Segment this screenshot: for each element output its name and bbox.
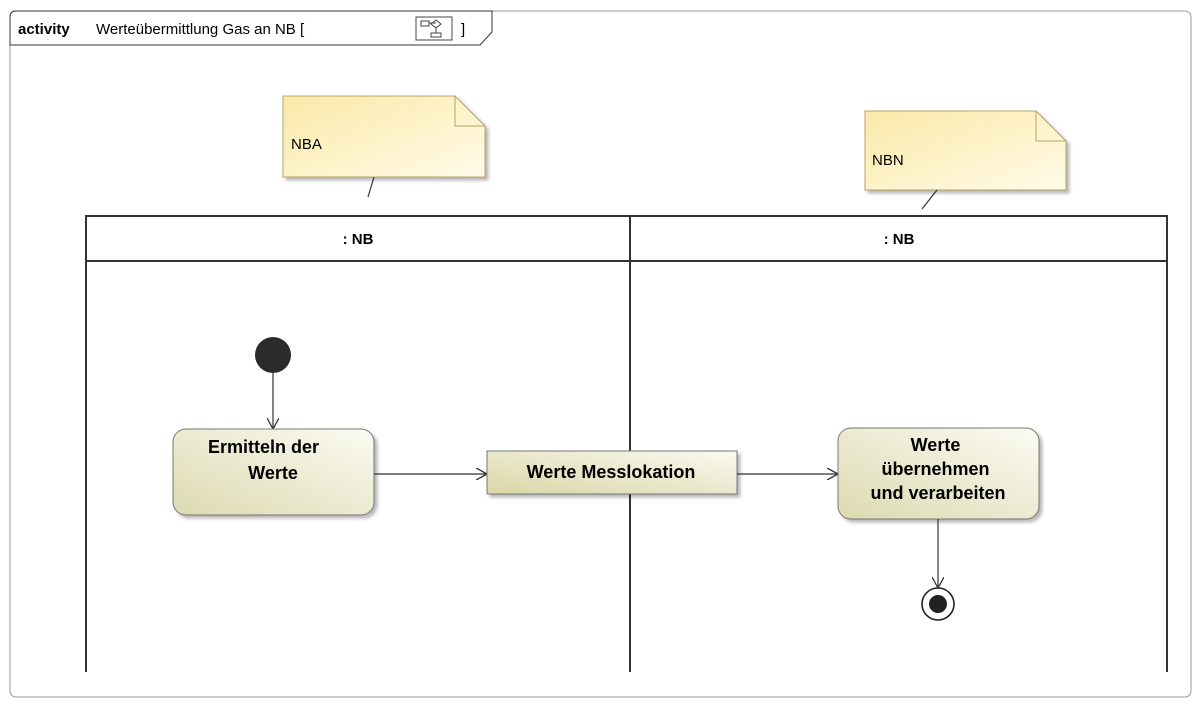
swimlane-partition xyxy=(85,215,1168,672)
frame-title-bracket: ] xyxy=(461,21,465,38)
activity-final-node xyxy=(921,587,955,621)
lane-title-right: : NB xyxy=(884,231,915,248)
object-node-text: Werte Messlokation xyxy=(527,462,696,482)
action-uebernehmen-text: Werte übernehmen und verarbeiten xyxy=(870,435,1005,503)
frame-title: Werteübermittlung Gas an NB [ xyxy=(96,21,305,38)
note-nbn-text: NBN xyxy=(872,152,904,169)
object-node-werte-messlokation xyxy=(486,450,738,495)
activity-diagram-icon xyxy=(415,16,453,41)
frame-kind: activity xyxy=(18,21,70,38)
lane-title-left: : NB xyxy=(343,231,374,248)
note-nbn xyxy=(864,110,1067,191)
action-ermitteln-text: Ermitteln der Werte xyxy=(208,437,324,483)
frame-header xyxy=(9,10,493,46)
action-ermitteln xyxy=(172,428,375,516)
note-nbn-anchor xyxy=(921,189,938,210)
note-nba xyxy=(282,95,486,178)
note-nba-text: NBA xyxy=(291,136,322,153)
initial-node xyxy=(255,337,291,373)
note-nba-anchor xyxy=(367,176,375,198)
